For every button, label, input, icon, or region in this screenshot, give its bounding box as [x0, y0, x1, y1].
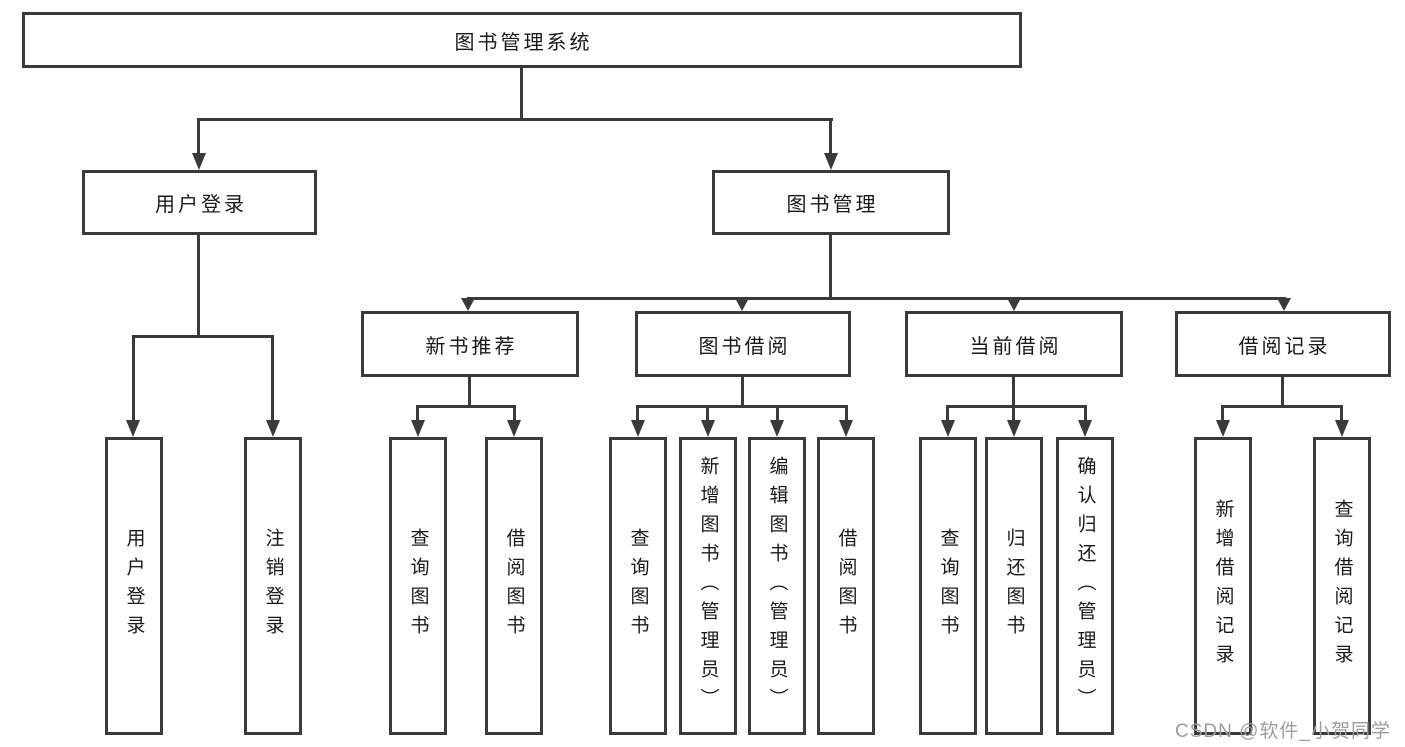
connector-line [271, 335, 274, 422]
arrow-down-icon [701, 420, 715, 437]
connector-line [416, 405, 419, 422]
arrow-down-icon [411, 420, 425, 437]
connector-line [829, 235, 832, 297]
arrow-down-icon [1335, 420, 1349, 437]
connector-line [197, 118, 200, 154]
connector-line [198, 118, 833, 121]
leaf-return-book-label: 归还图书 [1003, 528, 1025, 644]
connector-line [1084, 405, 1087, 422]
connector-line [636, 405, 848, 408]
arrow-down-icon [1216, 420, 1230, 437]
arrow-down-icon [507, 420, 521, 437]
leaf-add-book-admin-label: 新增图书（管理员） [697, 455, 719, 717]
arrow-down-icon [735, 298, 749, 311]
leaf-add-book-admin: 新增图书（管理员） [679, 437, 737, 735]
node-current-borrow: 当前借阅 [905, 311, 1123, 377]
arrow-down-icon [126, 420, 140, 437]
leaf-query-book-recommend-label: 查询图书 [407, 528, 429, 644]
leaf-query-book-borrow: 查询图书 [609, 437, 667, 735]
leaf-query-book-recommend: 查询图书 [389, 437, 447, 735]
leaf-query-book-borrow-label: 查询图书 [627, 528, 649, 644]
leaf-return-book: 归还图书 [985, 437, 1043, 735]
node-borrow-records-label: 借阅记录 [1238, 335, 1331, 358]
connector-line [1221, 405, 1224, 422]
node-book-borrow-label: 图书借阅 [698, 335, 791, 358]
connector-line [1281, 377, 1284, 405]
leaf-user-login-label: 用户登录 [123, 528, 145, 644]
leaf-borrow-book-recommend-label: 借阅图书 [503, 528, 525, 644]
leaf-borrow-book: 借阅图书 [817, 437, 875, 735]
leaf-borrow-book-label: 借阅图书 [835, 528, 857, 644]
connector-line [132, 335, 274, 338]
connector-line [467, 297, 1286, 300]
arrow-down-icon [266, 420, 280, 437]
node-root: 图书管理系统 [22, 12, 1022, 68]
arrow-down-icon [192, 153, 206, 170]
connector-line [1012, 405, 1015, 422]
node-book-management-label: 图书管理 [786, 194, 879, 216]
connector-line [416, 405, 516, 408]
connector-line [1012, 377, 1015, 405]
connector-line [636, 405, 639, 422]
connector-line [520, 68, 523, 118]
leaf-query-borrow-record: 查询借阅记录 [1313, 437, 1371, 735]
connector-line [845, 405, 848, 422]
connector-line [513, 405, 516, 422]
arrow-down-icon [824, 153, 838, 170]
node-user-login-label: 用户登录 [155, 194, 247, 216]
leaf-logout-label: 注销登录 [262, 528, 284, 644]
leaf-edit-book-admin: 编辑图书（管理员） [748, 437, 806, 735]
arrow-down-icon [631, 420, 645, 437]
connector-line [197, 235, 200, 335]
connector-line [468, 377, 471, 405]
connector-line [1340, 405, 1343, 422]
leaf-add-borrow-record-label: 新增借阅记录 [1212, 499, 1234, 673]
leaf-edit-book-admin-label: 编辑图书（管理员） [766, 455, 788, 717]
arrow-down-icon [1078, 420, 1092, 437]
arrow-down-icon [1007, 298, 1021, 311]
node-current-borrow-label: 当前借阅 [969, 335, 1062, 358]
arrow-down-icon [839, 420, 853, 437]
connector-line [829, 118, 832, 154]
leaf-logout: 注销登录 [244, 437, 302, 735]
connector-line [706, 405, 709, 422]
connector-line [776, 405, 779, 422]
arrow-down-icon [1007, 420, 1021, 437]
connector-line [741, 377, 744, 405]
arrow-down-icon [941, 420, 955, 437]
node-user-login: 用户登录 [82, 170, 317, 235]
leaf-confirm-return-admin: 确认归还（管理员） [1056, 437, 1114, 735]
leaf-query-borrow-record-label: 查询借阅记录 [1331, 499, 1353, 673]
leaf-add-borrow-record: 新增借阅记录 [1194, 437, 1252, 735]
node-book-management: 图书管理 [712, 170, 950, 235]
connector-line [132, 335, 135, 422]
arrow-down-icon [461, 298, 475, 311]
connector-line [946, 405, 1087, 408]
leaf-borrow-book-recommend: 借阅图书 [485, 437, 543, 735]
node-book-borrow: 图书借阅 [635, 311, 851, 377]
node-new-book-recommend-label: 新书推荐 [425, 335, 518, 358]
leaf-user-login: 用户登录 [105, 437, 163, 735]
node-root-label: 图书管理系统 [454, 31, 593, 54]
watermark: CSDN @软件_小贺同学 [1175, 721, 1391, 742]
node-new-book-recommend: 新书推荐 [361, 311, 579, 377]
connector-line [1221, 405, 1343, 408]
arrow-down-icon [770, 420, 784, 437]
leaf-query-book-current: 查询图书 [919, 437, 977, 735]
connector-line [946, 405, 949, 422]
leaf-confirm-return-admin-label: 确认归还（管理员） [1074, 455, 1096, 717]
leaf-query-book-current-label: 查询图书 [937, 528, 959, 644]
node-borrow-records: 借阅记录 [1175, 311, 1391, 377]
arrow-down-icon [1277, 298, 1291, 311]
